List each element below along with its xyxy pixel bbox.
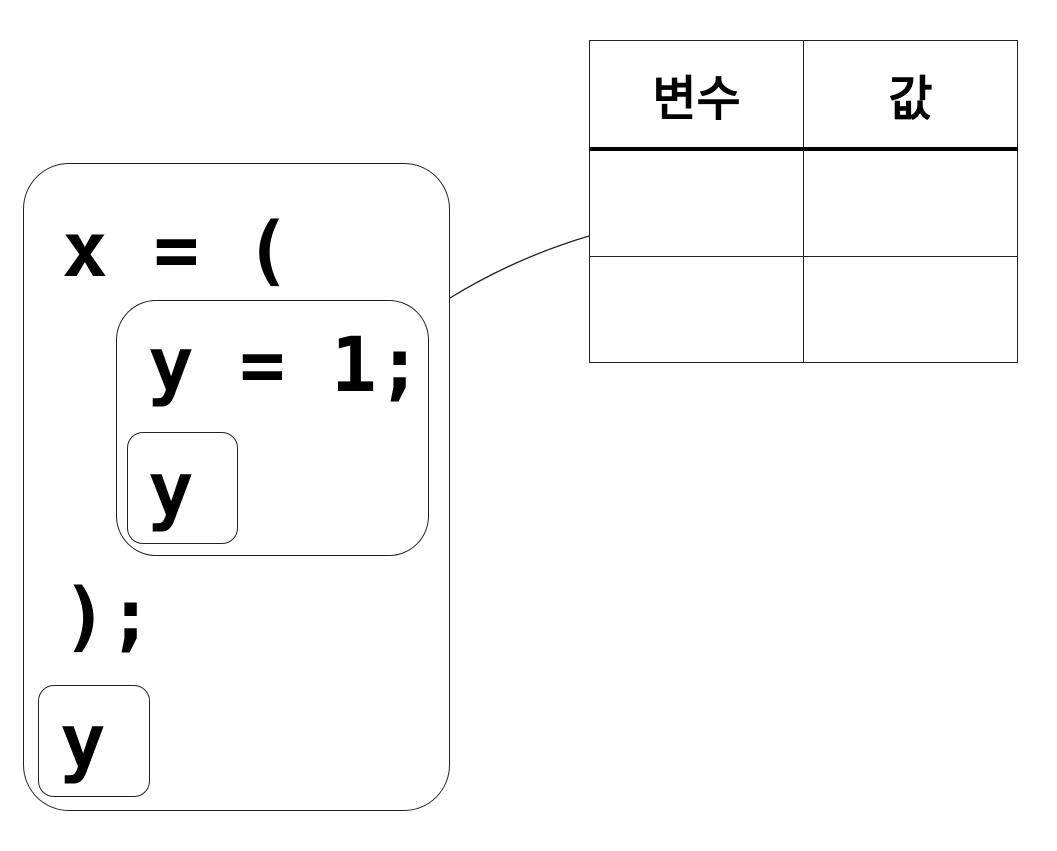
outer-reference-box xyxy=(38,685,150,797)
table-cell xyxy=(803,148,1018,257)
table-row xyxy=(589,256,1018,363)
inner-reference-box xyxy=(127,432,238,544)
code-inner-y-reference: y xyxy=(148,445,194,534)
outer-scope-box xyxy=(23,163,450,811)
table-cell xyxy=(589,148,804,257)
table-header-row: 변수 값 xyxy=(589,40,1018,151)
code-outer-y-reference: y xyxy=(60,697,106,786)
header-value: 값 xyxy=(803,40,1018,151)
code-line-assign-x: x = ( xyxy=(62,205,291,294)
table-cell xyxy=(589,256,804,363)
table-row xyxy=(589,148,1018,257)
inner-scope-box xyxy=(116,300,429,556)
table-cell xyxy=(803,256,1018,363)
variable-table: 변수 값 xyxy=(589,40,1018,363)
code-line-close: ); xyxy=(62,571,154,660)
code-line-assign-y: y = 1; xyxy=(148,320,423,409)
header-variable: 변수 xyxy=(589,40,804,151)
